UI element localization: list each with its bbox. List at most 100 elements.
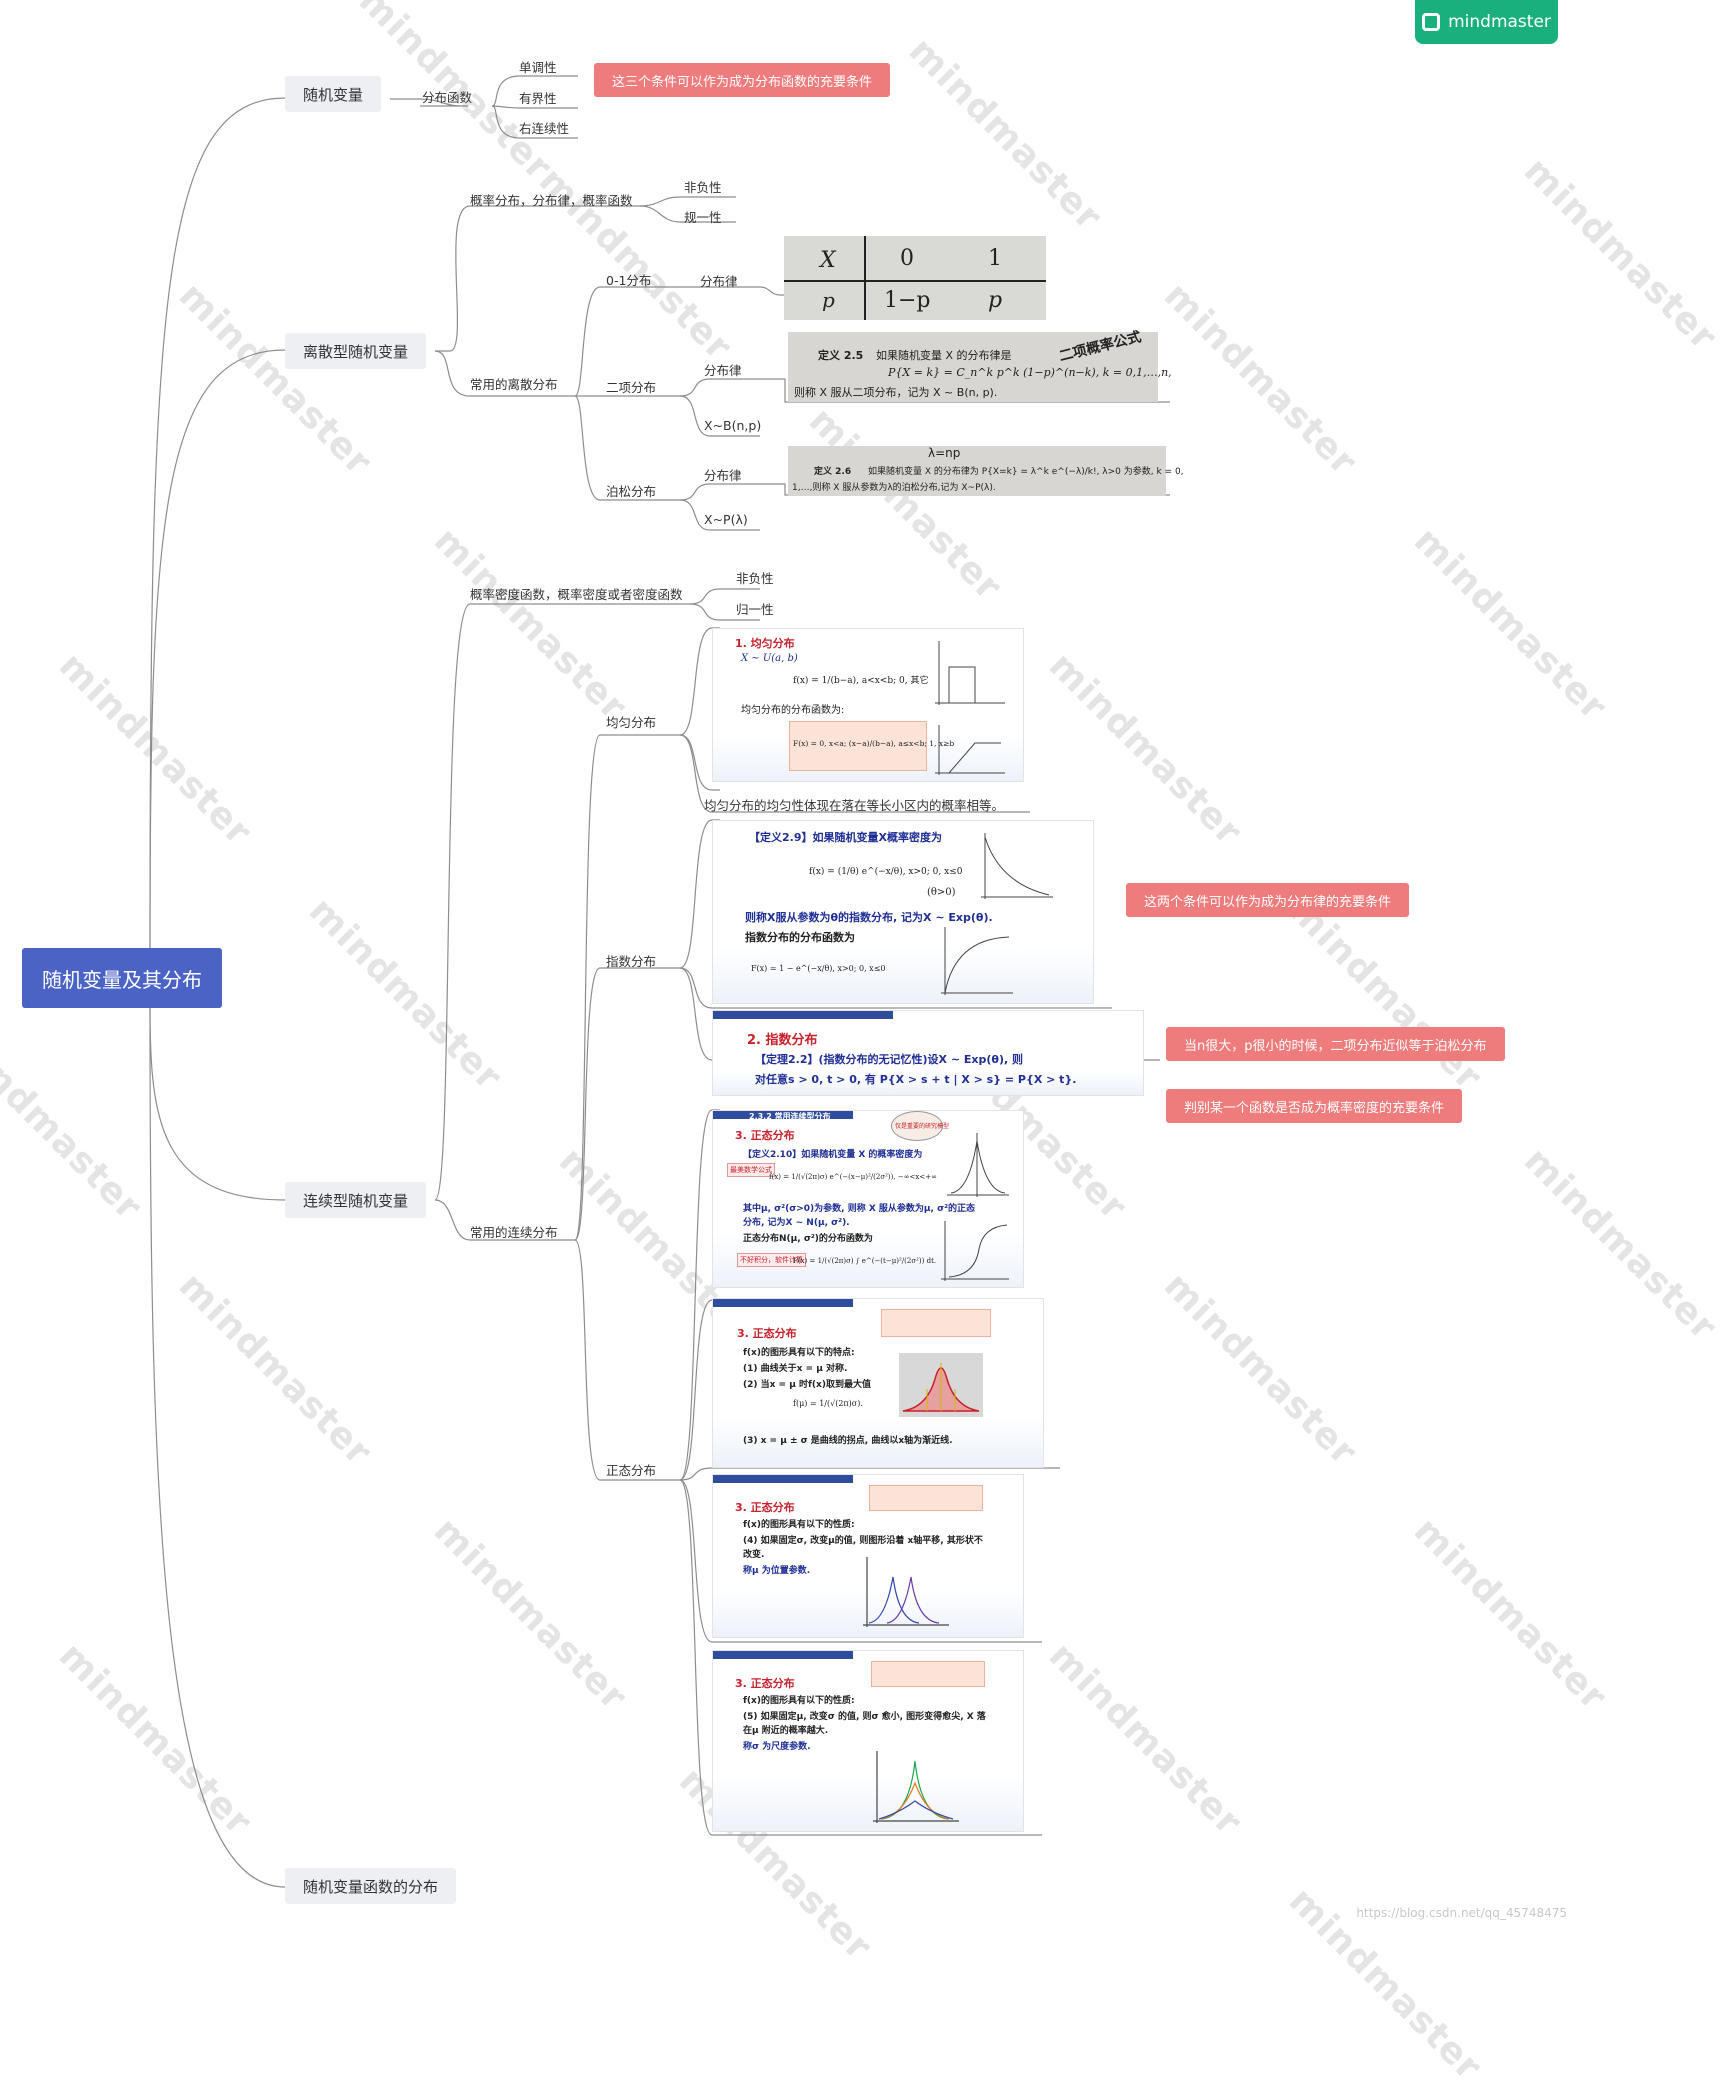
uniform-cdf-box xyxy=(789,721,927,771)
exponential-cdf: F(x) = 1 − e^(−x/θ), x>0; 0, x≤0 xyxy=(751,964,886,973)
mindmaster-logo-icon xyxy=(1422,13,1441,31)
uniform-cdf-caption: 均匀分布的分布函数为: xyxy=(741,705,845,716)
normal-intro: f(x)的图形具有以下的性质: xyxy=(743,1520,855,1530)
subtopic-nonnegative[interactable]: 非负性 xyxy=(684,180,722,195)
normal-slide-4: 3. 正态分布 f(x)的图形具有以下的性质: (5) 如果固定μ, 改变σ 的… xyxy=(712,1650,1024,1832)
mindmaster-badge[interactable]: mindmaster xyxy=(1415,0,1558,44)
note-distribution-function-conditions[interactable]: 这三个条件可以作为成为分布函数的充要条件 xyxy=(594,63,891,97)
poisson-definition-image: λ=np 定义 2.6 如果随机变量 X 的分布律为 P{X=k} = λ^k … xyxy=(788,446,1184,496)
mindmaster-label: mindmaster xyxy=(1448,12,1551,32)
normal-title: 3. 正态分布 xyxy=(735,1677,795,1690)
exponential-def: 【定义2.9】如果随机变量X概率密度为 xyxy=(749,831,942,844)
subtopic-common-discrete[interactable]: 常用的离散分布 xyxy=(470,377,558,392)
subtopic-poisson-notation[interactable]: X~P(λ) xyxy=(704,512,748,527)
topic-continuous-rv[interactable]: 连续型随机变量 xyxy=(285,1182,427,1218)
normal-slide-1: 2.3.2 常用连续型分布 3. 正态分布 仅是重要的研究模型 【定义2.10】… xyxy=(712,1110,1024,1288)
normal-cdf-caption: 正态分布N(μ, σ²)的分布函数为 xyxy=(743,1234,873,1244)
subtopic-pdf-normalization[interactable]: 归一性 xyxy=(736,602,774,617)
normal-pill-2: 不好积分，软件计算 xyxy=(737,1253,806,1267)
binomial-formula: P{X = k} = C_n^k p^k (1−p)^(n−k), k = 0,… xyxy=(888,366,1172,379)
subtopic-binomial-notation[interactable]: X~B(n,p) xyxy=(704,418,762,433)
table-header-x: X xyxy=(820,248,836,273)
normal-title: 3. 正态分布 xyxy=(735,1501,795,1514)
subtopic-bernoulli-law[interactable]: 分布律 xyxy=(700,274,738,289)
subtopic-normal[interactable]: 正态分布 xyxy=(606,1463,657,1478)
note-pmf-conditions[interactable]: 这两个条件可以作为成为分布律的充要条件 xyxy=(1126,883,1410,917)
exponential-slide-image: 【定义2.9】如果随机变量X概率密度为 f(x) = (1/θ) e^(−x/θ… xyxy=(712,820,1094,1004)
exponential-conclusion: 则称X服从参数为θ的指数分布, 记为X ~ Exp(θ). xyxy=(745,911,993,924)
poisson-def-text: 如果随机变量 X 的分布律为 P{X=k} = λ^k e^(−λ)/k!, λ… xyxy=(868,467,1184,477)
slide-header-bar xyxy=(713,1299,853,1307)
uniform-title: 1. 均匀分布 xyxy=(735,637,795,650)
normal-plots xyxy=(941,1133,1009,1281)
table-divider xyxy=(784,280,1046,282)
exponential-cond: (θ>0) xyxy=(927,887,956,898)
subtopic-pmf[interactable]: 概率分布，分布律，概率函数 xyxy=(470,193,633,208)
topic-discrete-rv[interactable]: 离散型随机变量 xyxy=(285,333,427,369)
normal-p4: (4) 如果固定σ, 改变μ的值, 则图形沿着 x轴平移, 其形状不 xyxy=(743,1536,983,1546)
subtopic-exponential[interactable]: 指数分布 xyxy=(606,954,657,969)
table-header-p: p xyxy=(822,288,835,312)
normal-bubble xyxy=(891,1111,943,1141)
poisson-handwritten: λ=np xyxy=(928,446,961,460)
normal-p4b: 改变. xyxy=(743,1550,765,1560)
binomial-definition-image: 定义 2.5 如果随机变量 X 的分布律是 P{X = k} = C_n^k p… xyxy=(788,329,1172,402)
normal-intro: f(x)的图形具有以下的特点: xyxy=(743,1348,855,1358)
topic-function-distribution[interactable]: 随机变量函数的分布 xyxy=(285,1868,457,1904)
normal-def: 【定义2.10】如果随机变量 X 的概率密度为 xyxy=(743,1150,923,1160)
normal-title: 3. 正态分布 xyxy=(735,1129,795,1142)
subtopic-pdf[interactable]: 概率密度函数，概率密度或者密度函数 xyxy=(470,587,683,602)
subtopic-uniform-note[interactable]: 均匀分布的均匀性体现在落在等长小区内的概率相等。 xyxy=(704,798,1005,813)
binomial-def-label: 定义 2.5 xyxy=(818,349,864,362)
subtopic-binomial[interactable]: 二项分布 xyxy=(606,380,657,395)
exponential-cdf-caption: 指数分布的分布函数为 xyxy=(745,931,855,944)
subtopic-binomial-law[interactable]: 分布律 xyxy=(704,363,742,378)
normal-slide-3: 3. 正态分布 f(x)的图形具有以下的性质: (4) 如果固定σ, 改变μ的值… xyxy=(712,1474,1024,1638)
normal-scale-plot xyxy=(873,1751,959,1823)
exponential-plots xyxy=(941,833,1053,995)
table-divider xyxy=(864,236,866,320)
subtopic-poisson-law[interactable]: 分布律 xyxy=(704,468,742,483)
normal-slide-2: 3. 正态分布 f(x)的图形具有以下的特点: (1) 曲线关于x = μ 对称… xyxy=(712,1298,1044,1468)
topic-random-variable[interactable]: 随机变量 xyxy=(285,76,382,112)
root-topic[interactable]: 随机变量及其分布 xyxy=(22,948,222,1008)
normal-cdf: F(x) = 1/(√(2π)σ) ∫ e^(−(t−μ)²/(2σ²)) dt… xyxy=(793,1257,937,1265)
normal-p2: (2) 当x = μ 时f(x)取到最大值 xyxy=(743,1380,871,1390)
subtopic-uniform[interactable]: 均匀分布 xyxy=(606,715,657,730)
subtopic-common-continuous[interactable]: 常用的连续分布 xyxy=(470,1225,558,1240)
bernoulli-table-image: X 0 1 p 1−p p xyxy=(784,236,1046,320)
subtopic-bernoulli[interactable]: 0-1分布 xyxy=(606,273,652,288)
normal-title: 3. 正态分布 xyxy=(737,1327,797,1340)
slide-header-bar xyxy=(713,1651,853,1659)
table-value-0: 0 xyxy=(900,246,914,271)
uniform-notation: X ~ U(a, b) xyxy=(741,653,798,664)
normal-bubble-text: 仅是重要的研究模型 xyxy=(895,1123,950,1130)
subtopic-monotonic[interactable]: 单调性 xyxy=(519,60,557,75)
exponential-title-2: 2. 指数分布 xyxy=(747,1033,818,1048)
normal-pdf: f(x) = 1/(√(2π)σ) e^(−(x−μ)²/(2σ²)), −∞<… xyxy=(769,1173,937,1181)
normal-p3: (3) x = μ ± σ 是曲线的拐点, 曲线以x轴为渐近线. xyxy=(743,1436,953,1446)
slide-header-bar xyxy=(713,1111,853,1119)
uniform-cdf: F(x) = 0, x<a; (x−a)/(b−a), a≤x<b; 1, x≥… xyxy=(793,739,955,748)
normal-formula-box xyxy=(881,1309,991,1337)
note-pdf-conditions[interactable]: 判别某一个函数是否成为概率密度的充要条件 xyxy=(1166,1089,1463,1123)
subtopic-right-continuous[interactable]: 右连续性 xyxy=(519,121,570,136)
subtopic-normalization[interactable]: 规一性 xyxy=(684,210,722,225)
note-binomial-poisson[interactable]: 当n很大，p很小的时候，二项分布近似等于泊松分布 xyxy=(1166,1027,1505,1061)
normal-params: 其中μ, σ²(σ>0)为参数, 则称 X 服从参数为μ, σ²的正态 xyxy=(743,1204,976,1214)
subtopic-poisson[interactable]: 泊松分布 xyxy=(606,484,657,499)
poisson-tail: 1,…,则称 X 服从参数为λ的泊松分布,记为 X~P(λ). xyxy=(792,483,996,493)
normal-pill-1: 最美数学公式 xyxy=(727,1163,775,1177)
table-prob-1: p xyxy=(988,288,1003,313)
subtopic-pdf-nonnegative[interactable]: 非负性 xyxy=(736,571,774,586)
normal-formula-box xyxy=(869,1485,983,1511)
subtopic-bounded[interactable]: 有界性 xyxy=(519,91,557,106)
normal-intro: f(x)的图形具有以下的性质: xyxy=(743,1696,855,1706)
normal-params-2: 分布, 记为X ~ N(μ, σ²). xyxy=(743,1218,850,1228)
memoryless-theorem-2: 对任意s > 0, t > 0, 有 P{X > s + t | X > s} … xyxy=(755,1073,1077,1086)
normal-p5: (5) 如果固定μ, 改变σ 的值, 则σ 愈小, 图形变得愈尖, X 落 xyxy=(743,1712,986,1722)
memoryless-theorem: 【定理2.2】(指数分布的无记忆性)设X ~ Exp(θ), 则 xyxy=(755,1053,1024,1066)
table-value-1: 1 xyxy=(988,246,1002,271)
subtopic-distribution-function[interactable]: 分布函数 xyxy=(422,90,473,105)
normal-bell-plot xyxy=(902,1363,980,1412)
